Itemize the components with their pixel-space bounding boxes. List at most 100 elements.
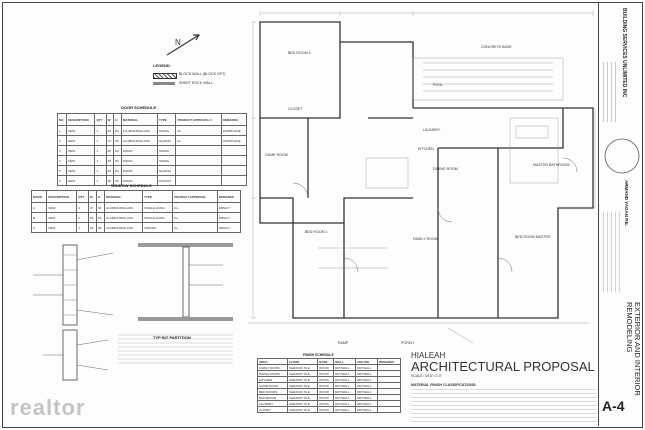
table-cell: 53 [87,212,97,223]
table-cell: ALUMINUM/GLASS [104,212,144,223]
header-cell: REMARKS [216,190,242,203]
engineer-name: ARMAND YAGAN P.E. [624,180,629,227]
window-schedule-title: WINDOW SCHEDULE [111,183,152,188]
table-cell: 2 [56,135,68,146]
door-schedule-table: NO DESCRIPTION QTY W H MATERIAL TYPE PRO… [56,113,248,186]
seal-icon [604,138,640,174]
legend-swatch-block [153,73,177,79]
finish-schedule-table: AREA FLOOR BASE WALL CEILING REMARKS FAM… [257,358,402,413]
table-cell: ALUMINUM/GLASS [120,125,158,136]
table-cell: 63 [95,212,106,223]
table-cell: NEW [66,165,96,176]
table-header-row: NO DESCRIPTION QTY W H MATERIAL TYPE PRO… [56,113,248,126]
table-cell: CLOSET [257,406,288,413]
plan-label-ramp: RAMP [338,341,349,345]
room-label: KITCHEN [418,147,434,151]
header-cell: MATERIAL [120,113,158,126]
table-cell: FL- [172,202,218,213]
room-label: POOL [433,83,443,87]
table-cell: 1 [56,125,68,136]
room-label: MASTER BATHROOM [533,163,570,167]
project-title: EXTERIOR AND INTERIOR REMODELING [625,302,642,396]
table-header-row: MARK DESCRIPTION QTY W H MATERIAL TYPE P… [30,190,242,203]
table-cell: 1 [94,135,107,146]
header-cell: W [87,190,97,203]
table-cell: ALUMINUM/GLASS [104,202,144,213]
header-cell: MATERIAL [104,190,144,203]
header-cell: H [95,190,106,203]
table-cell: 80 [113,145,122,156]
wall-section-detail-drawing [33,243,233,381]
notes-title: MATERIAL FINISH CLASSIFICATIONS: [411,383,477,387]
table-cell [220,155,248,166]
table-cell: NEW [66,175,96,186]
room-label: DINING ROOM [433,167,458,171]
table-cell: 30 [105,145,115,156]
table-cell: WOOD [120,175,158,186]
table-cell: IMPACT [216,222,242,233]
table-cell: WOOD [120,145,158,156]
table-cell: DRYWALL [333,406,357,413]
table-cell: NEW [66,155,96,166]
room-label: FAMILY ROOM [413,237,438,241]
table-cell [376,406,402,413]
table-cell: 4 [56,155,68,166]
finish-schedule-title: FINISH SCHEDULE [303,353,334,357]
door-schedule-title: DOOR SCHEDULE [121,105,157,110]
table-cell: SWING [156,145,177,156]
table-cell: 1 [94,125,107,136]
table-cell: 1 [94,165,107,176]
table-cell: B [30,212,48,223]
table-cell [175,165,222,176]
sheet-number: A-4 [602,398,625,414]
header-cell: W [105,113,115,126]
table-cell [220,145,248,156]
table-cell: SLIDING [156,135,177,146]
table-cell: 5 [56,165,68,176]
table-cell: 28 [105,155,115,166]
room-label: BED ROOM 2 [288,51,311,55]
table-cell: NEW [66,145,96,156]
header-cell: DESCRIPTION [66,113,96,126]
table-cell: FL- [175,135,222,146]
header-cell: TYPE [142,190,174,203]
proposal-title: ARCHITECTURAL PROPOSAL [411,359,595,374]
table-cell: 37 [87,202,97,213]
table-cell: IMPACT [216,202,242,213]
legend-title: LEGEND: [153,63,171,68]
room-label: LAUNDRY [423,128,441,132]
table-cell [175,145,222,156]
table-cell: 1 [94,175,107,186]
plan-label-porch: PORCH [401,341,414,345]
header-cell: MARK [30,190,48,203]
table-cell: 72 [105,135,115,146]
table-cell: 3 [56,145,68,156]
table-cell: 26 [87,222,97,233]
table-cell: 80 [113,165,122,176]
table-cell: SINGLE HUNG [142,212,174,223]
table-cell: NEW [46,212,78,223]
table-cell: POCKET [156,175,177,186]
table-cell: FL- [172,212,218,223]
table-cell: HURRICANE [220,125,248,136]
table-cell: ALUMINUM/GLASS [120,135,158,146]
table-cell: WOOD [317,406,335,413]
table-cell: 1 [94,145,107,156]
legend-item: SHEET ROCK WALL [179,81,213,85]
table-cell: NEW [46,222,78,233]
header-cell: PRODUCT APPROVAL # [175,113,222,126]
north-arrow-icon: N [166,34,201,56]
table-cell: 36 [105,165,115,176]
proposal-city: HIALEAH [411,351,446,360]
table-cell: C [30,222,48,233]
